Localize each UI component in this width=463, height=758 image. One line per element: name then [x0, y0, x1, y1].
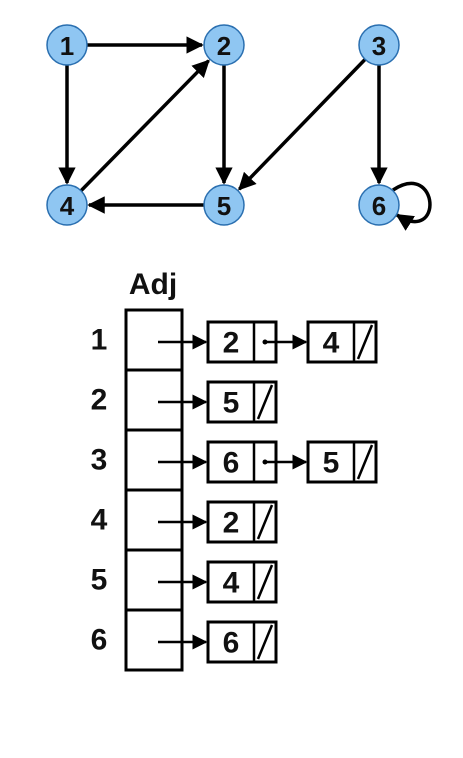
node-1: 1: [46, 24, 88, 66]
graph-nodes: 1 2 3 4 5 6: [46, 24, 400, 226]
adj-row-3: 3 6 5: [91, 428, 378, 492]
list-node: 2: [206, 500, 278, 544]
list-node-value: 4: [223, 567, 240, 600]
null-slash: [356, 444, 374, 480]
list-node-value: 6: [223, 447, 240, 480]
node-3-circle: [358, 24, 400, 66]
node-3-label: 3: [372, 31, 386, 61]
list-node-value: 5: [323, 447, 340, 480]
list-node: 5: [306, 440, 378, 484]
node-5: 5: [203, 184, 245, 226]
list-node-box: [206, 500, 278, 544]
edge-6-6: [392, 181, 432, 231]
list-node: 2: [206, 320, 308, 364]
adj-row-5-label: 5: [91, 564, 108, 597]
node-2: 2: [203, 24, 245, 66]
list-node-value: 2: [223, 327, 240, 360]
list-node: 6: [206, 440, 308, 484]
node-6-circle: [358, 184, 400, 226]
node-2-circle: [203, 24, 245, 66]
edge-3-5: [238, 58, 367, 191]
edge-4-2: [79, 59, 210, 192]
list-node-value: 5: [223, 387, 240, 420]
node-4: 4: [46, 184, 88, 226]
null-slash: [256, 624, 274, 660]
node-1-label: 1: [60, 31, 74, 61]
graph-edges: [58, 36, 432, 231]
null-slash: [356, 324, 374, 360]
adj-array-cell-2: [124, 368, 184, 432]
node-6-label: 6: [372, 191, 386, 221]
node-4-circle: [46, 184, 88, 226]
adj-row-3-label: 3: [91, 444, 108, 477]
node-4-label: 4: [60, 191, 75, 221]
node-5-label: 5: [217, 191, 231, 221]
adj-row-1-label: 1: [91, 324, 108, 357]
list-node-value: 6: [223, 627, 240, 660]
node-5-circle: [203, 184, 245, 226]
adj-array-cell-3: [124, 428, 184, 492]
node-1-circle: [46, 24, 88, 66]
null-slash: [256, 504, 274, 540]
adj-array-cell-5: [124, 548, 184, 612]
list-node: 6: [206, 620, 278, 664]
list-node: 4: [206, 560, 278, 604]
node-2-label: 2: [217, 31, 231, 61]
adj-array-cell-4: [124, 488, 184, 552]
list-node-value: 2: [223, 507, 240, 540]
adjacency-title: Adj: [129, 268, 177, 301]
adj-array-cell-1: [124, 308, 184, 372]
null-slash: [256, 384, 274, 420]
list-node-value: 4: [323, 327, 340, 360]
adj-row-2-label: 2: [91, 384, 108, 417]
node-6: 6: [358, 184, 400, 226]
adj-row-4-label: 4: [91, 504, 108, 537]
adj-row-6-label: 6: [91, 624, 108, 657]
list-node: 4: [306, 320, 378, 364]
list-node: 5: [206, 380, 278, 424]
node-3: 3: [358, 24, 400, 66]
null-slash: [256, 564, 274, 600]
adj-array-cell-6: [124, 608, 184, 672]
adj-row-1: 1 2 4: [91, 308, 378, 372]
